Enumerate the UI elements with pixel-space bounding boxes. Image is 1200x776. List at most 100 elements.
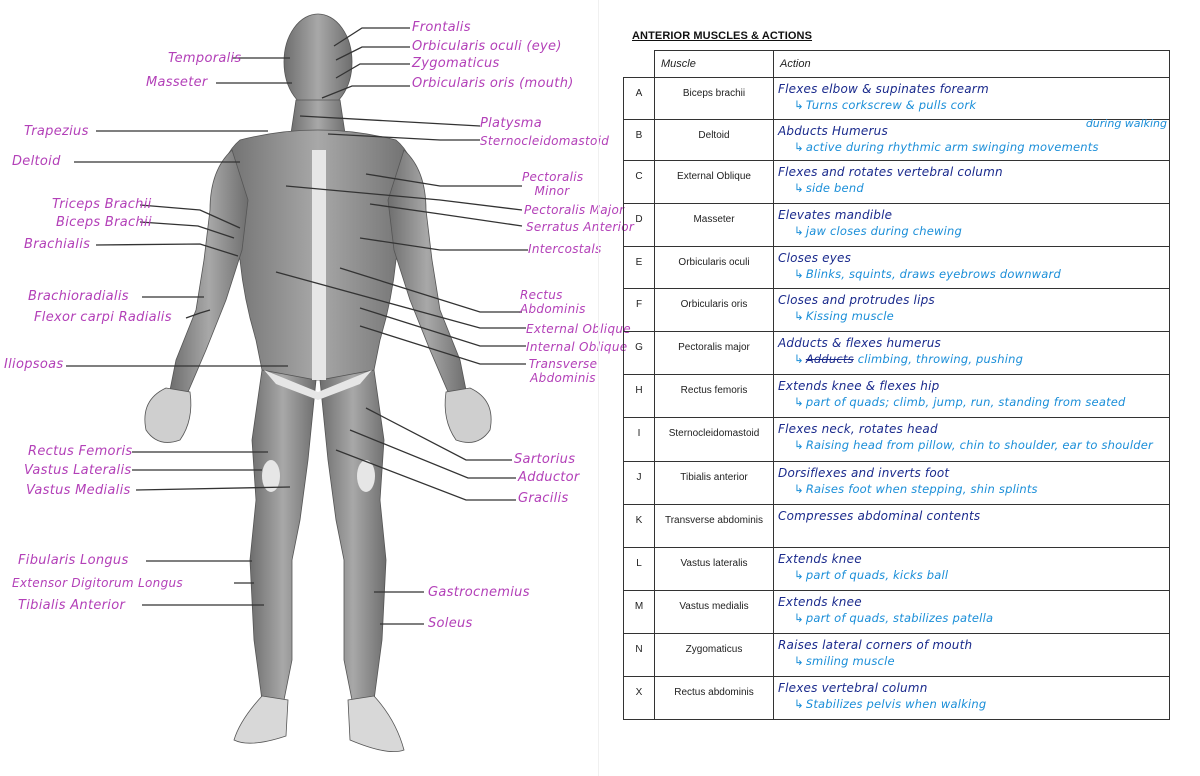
label-serratus-anterior: Serratus Anterior: [526, 220, 635, 234]
header-key-blank: [623, 50, 655, 78]
label-trapezius: Trapezius: [24, 124, 89, 139]
action-note-text: part of quads, kicks ball: [805, 568, 949, 582]
anterior-muscle-figure: [66, 13, 528, 753]
row-key: E: [623, 246, 655, 289]
row-action-cell: Closes and protrudes lips↳Kissing muscle: [773, 288, 1170, 332]
action-note: ↳jaw closes during chewing: [774, 222, 1169, 238]
row-key: C: [623, 160, 655, 204]
row-muscle: Masseter: [654, 203, 774, 247]
action-note: ↳Adducts climbing, throwing, pushing: [774, 350, 1169, 366]
row-action-cell: Raises lateral corners of mouth↳smiling …: [773, 633, 1170, 677]
row-key: J: [623, 461, 655, 505]
action-note-text: Turns corkscrew & pulls cork: [805, 98, 977, 112]
row-action-cell: Dorsiflexes and inverts foot↳Raises foot…: [773, 461, 1170, 505]
label-zygomaticus: Zygomaticus: [412, 56, 500, 71]
row-key: D: [623, 203, 655, 247]
row-muscle: Tibialis anterior: [654, 461, 774, 505]
label-sternocleidomastoid: Sternocleidomastoid: [480, 134, 610, 148]
action-text: Raises lateral corners of mouth: [778, 638, 973, 652]
row-action-cell: Compresses abdominal contents: [773, 504, 1170, 548]
action-text: Extends knee: [778, 595, 862, 609]
action-note: ↳part of quads, stabilizes patella: [774, 609, 1169, 625]
row-muscle: Orbicularis oris: [654, 288, 774, 332]
sub-arrow-icon: ↳: [794, 267, 804, 281]
sub-arrow-icon: ↳: [794, 181, 804, 195]
sub-arrow-icon: ↳: [794, 309, 804, 323]
sub-arrow-icon: ↳: [794, 438, 804, 452]
action-note-text: smiling muscle: [805, 654, 895, 668]
label-platysma: Platysma: [480, 116, 543, 131]
action-note: ↳Raises foot when stepping, shin splints: [774, 480, 1169, 496]
row-action-cell: Flexes neck, rotates head↳Raising head f…: [773, 417, 1170, 462]
label-rectus-abdominis: Rectus Abdominis: [520, 288, 586, 316]
row-key: G: [623, 331, 655, 375]
row-muscle: Vastus lateralis: [654, 547, 774, 591]
action-note-text: active during rhythmic arm swinging move…: [805, 140, 1099, 154]
action-note-text: Blinks, squints, draws eyebrows downward: [805, 267, 1061, 281]
label-gastrocnemius: Gastrocnemius: [428, 585, 530, 600]
label-tibialis-anterior: Tibialis Anterior: [18, 598, 126, 613]
row-action-cell: Extends knee↳part of quads, stabilizes p…: [773, 590, 1170, 634]
action-text: Flexes and rotates vertebral column: [778, 165, 1003, 179]
action-note-text: climbing, throwing, pushing: [857, 352, 1024, 366]
action-text: Compresses abdominal contents: [778, 509, 981, 523]
action-note-extra: during walking: [1085, 117, 1167, 130]
label-soleus: Soleus: [428, 616, 473, 631]
sub-arrow-icon: ↳: [794, 395, 804, 409]
sub-arrow-icon: ↳: [794, 697, 804, 711]
label-vastus-medialis: Vastus Medialis: [26, 483, 131, 498]
header-action: Action: [773, 50, 1170, 78]
row-muscle: Orbicularis oculi: [654, 246, 774, 289]
label-adductor: Adductor: [518, 470, 580, 485]
row-muscle: Deltoid: [654, 119, 774, 161]
row-action-cell: Flexes elbow & supinates forearm ↳Turns c…: [773, 77, 1170, 120]
label-temporalis: Temporalis: [168, 51, 242, 66]
row-muscle: Pectoralis major: [654, 331, 774, 375]
table-header-row: Muscle Action: [623, 50, 1170, 78]
label-rectus-femoris: Rectus Femoris: [28, 444, 133, 459]
label-external-oblique: External Oblique: [526, 322, 631, 336]
action-note: ↳Raising head from pillow, chin to shoul…: [774, 436, 1169, 452]
label-internal-oblique: Internal Oblique: [526, 340, 628, 354]
label-biceps-brachii: Biceps Brachii: [56, 215, 152, 230]
sub-arrow-icon: ↳: [794, 568, 804, 582]
muscle-diagram: Temporalis Masseter Trapezius Deltoid Tr…: [4, 13, 634, 753]
label-orbicularis-oris: Orbicularis oris (mouth): [412, 76, 574, 91]
sub-arrow-icon: ↳: [794, 98, 804, 112]
row-action-cell: Extends knee ↳part of quads, kicks ball: [773, 547, 1170, 591]
action-text: Dorsiflexes and inverts foot: [778, 466, 950, 480]
action-note: ↳active during rhythmic arm swinging mov…: [774, 138, 1169, 154]
label-triceps-brachii: Triceps Brachii: [52, 197, 152, 212]
row-action-cell: Elevates mandible↳jaw closes during chew…: [773, 203, 1170, 247]
action-note-text: jaw closes during chewing: [805, 224, 963, 238]
action-note-text: Kissing muscle: [805, 309, 894, 323]
action-note-text: Stabilizes pelvis when walking: [805, 697, 987, 711]
action-note: ↳Blinks, squints, draws eyebrows downwar…: [774, 265, 1169, 281]
label-pectoralis-major: Pectoralis Major: [524, 203, 625, 217]
label-fibularis-longus: Fibularis Longus: [18, 553, 129, 568]
label-orbicularis-oculi: Orbicularis oculi (eye): [412, 39, 562, 54]
row-muscle: Biceps brachii: [654, 77, 774, 120]
row-key: X: [623, 676, 655, 720]
action-text: Extends knee: [778, 552, 862, 566]
label-transverse-abdominis: Transverse Abdominis: [528, 357, 598, 385]
action-text: Flexes elbow & supinates forearm: [778, 82, 989, 96]
row-key: N: [623, 633, 655, 677]
label-frontalis: Frontalis: [412, 20, 471, 35]
label-brachioradialis: Brachioradialis: [28, 289, 129, 304]
action-note-text: part of quads; climb, jump, run, standin…: [805, 395, 1126, 409]
label-flexor-carpi-radialis: Flexor carpi Radialis: [34, 310, 172, 325]
row-muscle: Rectus femoris: [654, 374, 774, 418]
label-iliopsoas: Iliopsoas: [4, 357, 64, 372]
row-key: A: [623, 77, 655, 120]
